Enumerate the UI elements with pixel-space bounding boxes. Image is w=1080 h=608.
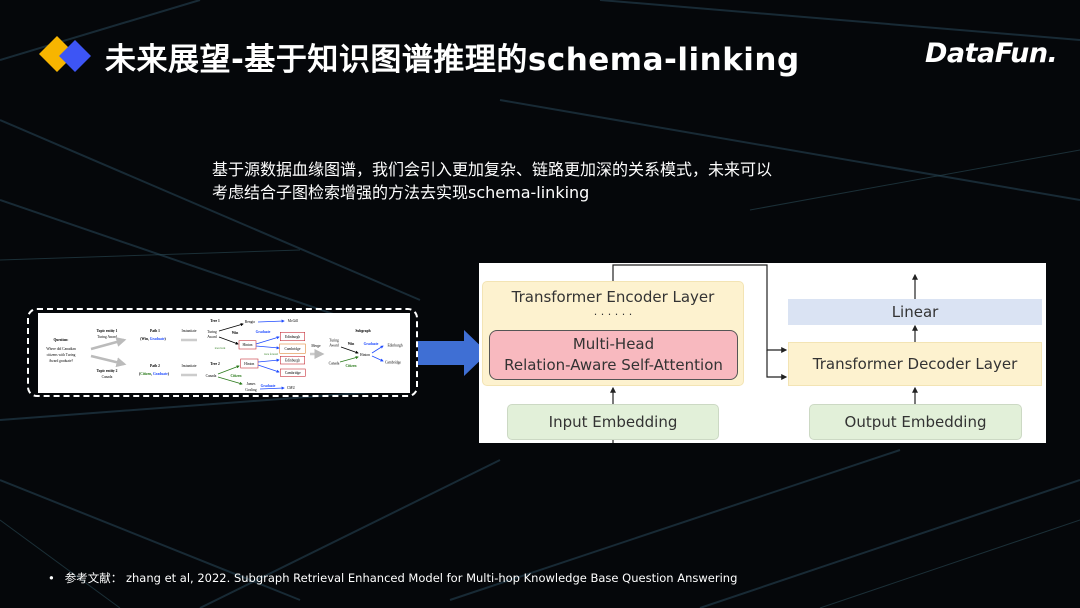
figure-frame <box>27 308 418 397</box>
decoder-layer-block: Transformer Decoder Layer <box>788 342 1042 386</box>
body-text: 基于源数据血缘图谱，我们会引入更加复杂、链路更加深的关系模式，未来可以考虑结合子… <box>212 160 773 202</box>
question-line: Where did Canadian <box>46 347 76 351</box>
edge-graduate: Graduate <box>364 342 379 346</box>
node-edinburgh: Edinburgh <box>387 344 402 348</box>
subgraph-retrieval-figure: Question: Where did Canadian citizens wi… <box>38 313 410 393</box>
right-arrow-icon <box>418 330 488 376</box>
node-turing: Turing <box>207 330 217 334</box>
topic1-label: Topic entity 1 <box>97 329 118 333</box>
node-cambridge: Cambridge <box>285 371 301 375</box>
page-title: 未来展望-基于知识图谱推理的schema-linking <box>105 42 800 78</box>
topic1-value: Turing Award <box>97 335 117 339</box>
node-award: Award <box>207 335 217 339</box>
attention-label-2: Relation-Aware Self-Attention <box>504 356 723 374</box>
datafun-logo: DataFun. <box>925 38 1058 69</box>
trace-forward-label: trace forward <box>264 353 279 356</box>
output-embedding-block: Output Embedding <box>809 404 1022 440</box>
question-line: citizens with Turing <box>47 353 76 357</box>
merge-label: Merge <box>311 344 321 348</box>
encoder-layer-label: Transformer Encoder Layer <box>511 288 715 306</box>
attention-label-1: Multi-Head <box>572 335 655 353</box>
bullet: • <box>48 571 55 585</box>
edge-win: Win <box>232 331 239 335</box>
path1-label: Path 1 <box>150 329 160 333</box>
ellipsis: · · · · · · <box>593 308 633 321</box>
connector-lines <box>610 264 918 443</box>
node-james: James <box>247 382 256 386</box>
node-award: Award <box>329 344 339 348</box>
node-mcgill: McGill <box>288 319 298 323</box>
node-edinburgh: Edinburgh <box>285 335 300 339</box>
reference-text: 参考文献： zhang et al, 2022. Subgraph Retrie… <box>64 571 738 585</box>
node-gosling: Gosling <box>245 388 257 392</box>
tree1-label: Tree 1 <box>210 319 220 323</box>
edge-graduate: Graduate <box>261 384 276 388</box>
path2-relations: (Citizen, Graduate) <box>139 372 170 376</box>
edge-citizen: Citizen <box>231 374 242 378</box>
subgraph-label: Subgraph <box>355 329 370 333</box>
node-hinton: Hinton <box>360 353 370 357</box>
node-hinton: Hinton <box>243 343 253 347</box>
question-label: Question: <box>54 338 69 342</box>
trace-back-label: trace back <box>215 347 226 350</box>
node-edinburgh: Edinburgh <box>285 359 300 363</box>
topic2-value: Canada <box>102 375 113 379</box>
instantiate-label: Instantiate <box>182 364 197 368</box>
node-turing: Turing <box>329 339 339 343</box>
title-diamonds-icon <box>39 36 91 72</box>
node-cambridge: Cambridge <box>285 347 301 351</box>
reference-footnote: • 参考文献： zhang et al, 2022. Subgraph Retri… <box>48 570 737 586</box>
node-canada: Canada <box>329 361 340 365</box>
linear-block: Linear <box>788 299 1042 325</box>
node-cmu: CMU <box>287 386 296 390</box>
node-cambridge: Cambridge <box>385 361 401 365</box>
edge-win: Win <box>348 342 355 346</box>
input-embedding-block: Input Embedding <box>507 404 719 440</box>
attention-block: Multi-Head Relation-Aware Self-Attention <box>489 330 738 380</box>
question-line: Award graduate? <box>49 359 74 363</box>
node-hinton: Hinton <box>244 362 254 366</box>
node-canada: Canada <box>206 374 217 378</box>
transformer-architecture-figure: Transformer Encoder Layer · · · · · · Mu… <box>479 263 1046 443</box>
instantiate-label: Instantiate <box>182 329 197 333</box>
path1-relations: (Win, Graduate) <box>140 337 166 341</box>
topic2-label: Topic entity 2 <box>97 369 118 373</box>
tree2-label: Tree 2 <box>210 362 220 366</box>
path2-label: Path 2 <box>150 364 160 368</box>
node-bengio: Bengio <box>245 320 256 324</box>
edge-graduate: Graduate <box>256 330 271 334</box>
edge-citizen: Citizen <box>346 364 357 368</box>
